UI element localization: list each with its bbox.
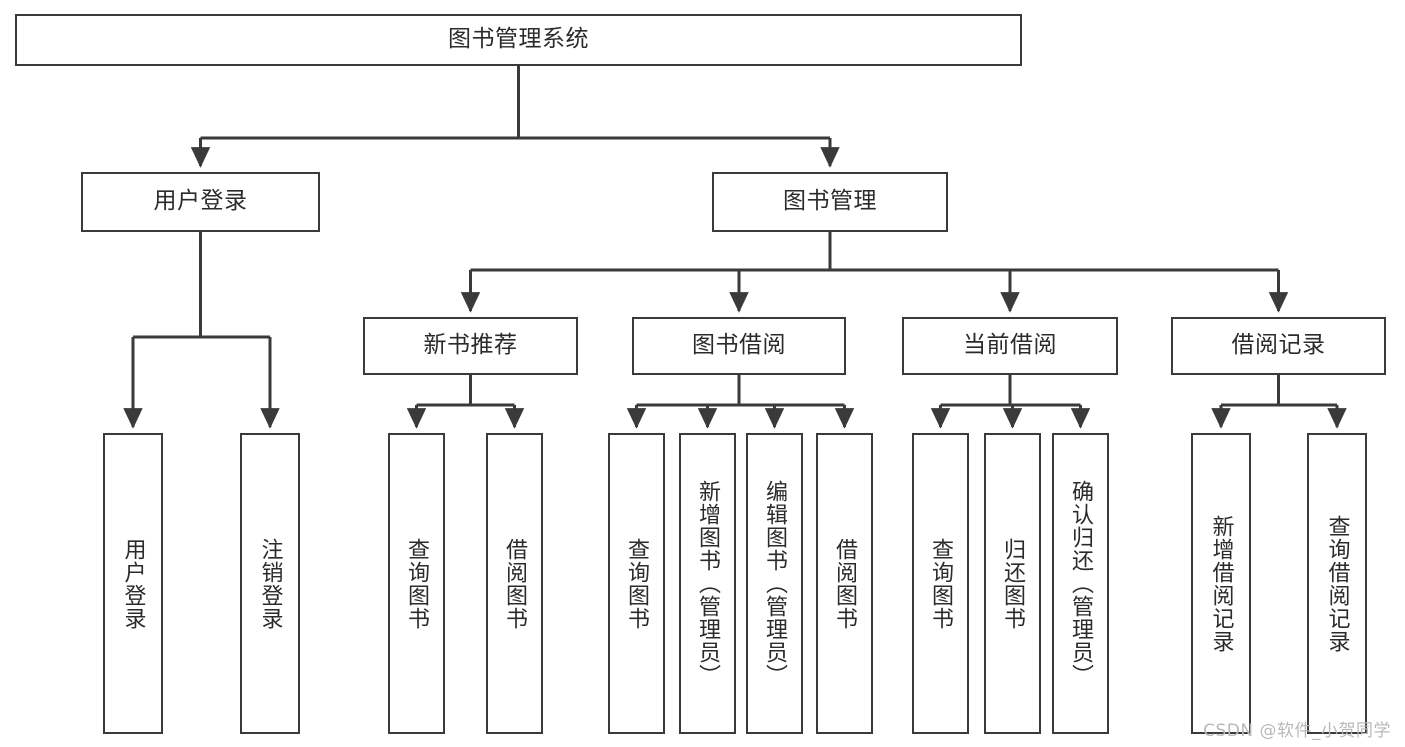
node-label: 新增借阅记录 xyxy=(1208,514,1234,653)
node-leaf-borrow-book[interactable]: 借阅图书 xyxy=(816,433,873,734)
node-label: 用户登录 xyxy=(153,188,248,215)
node-label: 查询图书 xyxy=(624,537,650,630)
node-user-login[interactable]: 用户登录 xyxy=(81,172,320,232)
node-leaf-return-book[interactable]: 归还图书 xyxy=(984,433,1041,734)
node-label: 查询图书 xyxy=(928,537,954,630)
node-root-system[interactable]: 图书管理系统 xyxy=(15,14,1022,66)
node-leaf-confirm-return[interactable]: 确认归还（管理员） xyxy=(1052,433,1109,734)
node-current-borrow[interactable]: 当前借阅 xyxy=(902,317,1118,375)
node-label: 图书管理 xyxy=(783,188,877,215)
node-new-book-rec[interactable]: 新书推荐 xyxy=(363,317,578,375)
node-label: 借阅记录 xyxy=(1231,332,1326,359)
node-leaf-edit-book[interactable]: 编辑图书（管理员） xyxy=(746,433,803,734)
node-label: 编辑图书（管理员） xyxy=(762,480,788,687)
node-leaf-query-book-rec[interactable]: 查询图书 xyxy=(388,433,445,734)
node-leaf-borrow-book-rec[interactable]: 借阅图书 xyxy=(486,433,543,734)
node-label: 查询图书 xyxy=(404,537,430,630)
node-label: 图书借阅 xyxy=(692,332,786,359)
node-leaf-query-book[interactable]: 查询图书 xyxy=(608,433,665,734)
node-leaf-add-book[interactable]: 新增图书（管理员） xyxy=(679,433,736,734)
node-label: 当前借阅 xyxy=(963,332,1057,359)
node-leaf-user-login[interactable]: 用户登录 xyxy=(103,433,163,734)
node-leaf-query-record[interactable]: 查询借阅记录 xyxy=(1307,433,1367,734)
watermark-text: CSDN @软件_小贺同学 xyxy=(1203,721,1391,741)
node-leaf-user-logout[interactable]: 注销登录 xyxy=(240,433,300,734)
node-label: 图书管理系统 xyxy=(448,26,589,53)
node-leaf-query-book-current[interactable]: 查询图书 xyxy=(912,433,969,734)
node-label: 确认归还（管理员） xyxy=(1068,480,1094,687)
node-label: 借阅图书 xyxy=(502,537,528,630)
node-borrow-record[interactable]: 借阅记录 xyxy=(1171,317,1386,375)
node-label: 新增图书（管理员） xyxy=(695,480,721,687)
node-book-borrow[interactable]: 图书借阅 xyxy=(632,317,846,375)
node-label: 注销登录 xyxy=(257,537,283,630)
node-book-manage[interactable]: 图书管理 xyxy=(712,172,948,232)
node-leaf-add-record[interactable]: 新增借阅记录 xyxy=(1191,433,1251,734)
node-label: 用户登录 xyxy=(120,537,146,630)
node-label: 新书推荐 xyxy=(423,332,518,359)
node-label: 查询借阅记录 xyxy=(1324,514,1350,653)
node-label: 归还图书 xyxy=(1000,537,1026,630)
node-label: 借阅图书 xyxy=(832,537,858,630)
